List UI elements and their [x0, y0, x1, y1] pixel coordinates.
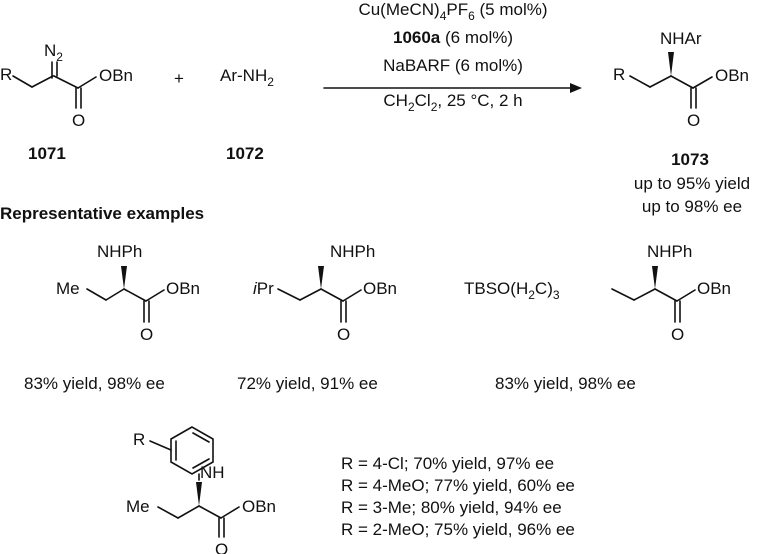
aryl-nh: NH — [200, 463, 225, 482]
example3-carbonyl-o: O — [671, 325, 684, 344]
example1-carbonyl-o: O — [140, 325, 153, 344]
svg-text:CH2Cl2, 25 °C, 2 h: CH2Cl2, 25 °C, 2 h — [383, 91, 522, 114]
aryl-result-2: R = 4-MeO; 77% yield, 60% ee — [341, 476, 575, 495]
example2-result: 72% yield, 91% ee — [237, 374, 378, 393]
example3-substituent: TBSO(H — [464, 279, 528, 298]
svg-text:NaBARF (6 mol%): NaBARF (6 mol%) — [383, 56, 523, 75]
svg-text:Ar-NH2: Ar-NH2 — [220, 66, 274, 89]
aryl-result-1: R = 4-Cl; 70% yield, 97% ee — [341, 454, 554, 473]
reactant1-diazo: N — [44, 41, 56, 60]
example-3: NHPh TBSO(H2C)3 OBn O 83% yield, 98% ee — [464, 242, 731, 393]
reactant1-carbonyl-o: O — [72, 111, 85, 130]
aryl-example: R NH Me OBn O R = 4-Cl; 70% yield, 97% e… — [126, 426, 575, 554]
example3-amine: NHPh — [647, 242, 692, 261]
reactant2-formula: Ar-NH — [220, 66, 267, 85]
aryl-r-label: R — [133, 430, 145, 449]
example2-substituent-prefix: i — [253, 279, 258, 298]
example1-ester: OBn — [166, 279, 200, 298]
product-amine: NHAr — [660, 29, 702, 48]
product-r-label: R — [613, 65, 625, 84]
svg-text:N2: N2 — [44, 41, 63, 64]
label-1071: 1071 — [28, 144, 66, 163]
example2-ester: OBn — [363, 279, 397, 298]
example3-ester: OBn — [697, 279, 731, 298]
svg-text:Cu(MeCN)4PF6 (5 mol%): Cu(MeCN)4PF6 (5 mol%) — [358, 0, 547, 23]
product-1073: NHAr R O OBn 1073 up to 95% yield up to … — [613, 29, 750, 216]
aryl-result-4: R = 2-MeO; 75% yield, 96% ee — [341, 520, 575, 539]
svg-text:1060a (6 mol%): 1060a (6 mol%) — [393, 28, 513, 47]
label-1073: 1073 — [671, 150, 709, 169]
product-yield: up to 95% yield — [634, 174, 750, 193]
product-ee: up to 98% ee — [642, 197, 742, 216]
example2-amine: NHPh — [330, 242, 375, 261]
label-1072: 1072 — [226, 144, 264, 163]
plus-sign: + — [174, 69, 184, 88]
product-ester: OBn — [715, 66, 749, 85]
aryl-ester: OBn — [242, 497, 276, 516]
example1-result: 83% yield, 98% ee — [24, 374, 165, 393]
aryl-carbonyl-o: O — [215, 540, 228, 554]
reactant1-ester: OBn — [99, 66, 133, 85]
example3-result: 83% yield, 98% ee — [495, 374, 636, 393]
benzene-ring — [149, 426, 214, 475]
example2-carbonyl-o: O — [337, 325, 350, 344]
product-carbonyl-o: O — [687, 111, 700, 130]
example1-amine: NHPh — [97, 242, 142, 261]
reactant-1072: Ar-NH2 1072 — [220, 66, 274, 163]
example-2: NHPh iPr OBn O 72% yield, 91% ee — [237, 242, 397, 393]
reactant-1071: R N2 O OBn 1071 — [0, 41, 133, 163]
svg-text:iPr: iPr — [253, 279, 274, 298]
example2-substituent: Pr — [257, 279, 274, 298]
aryl-result-3: R = 3-Me; 80% yield, 94% ee — [341, 498, 562, 517]
aryl-substituent: Me — [126, 497, 150, 516]
reaction-arrow — [323, 83, 582, 93]
examples-title: Representative examples — [0, 204, 204, 223]
example1-substituent: Me — [56, 279, 80, 298]
svg-text:TBSO(H2C)3: TBSO(H2C)3 — [464, 279, 560, 302]
reactant1-r-label: R — [0, 65, 12, 84]
example-1: NHPh Me OBn O 83% yield, 98% ee — [24, 242, 200, 393]
reaction-conditions: Cu(MeCN)4PF6 (5 mol%) 1060a (6 mol%) NaB… — [358, 0, 547, 114]
